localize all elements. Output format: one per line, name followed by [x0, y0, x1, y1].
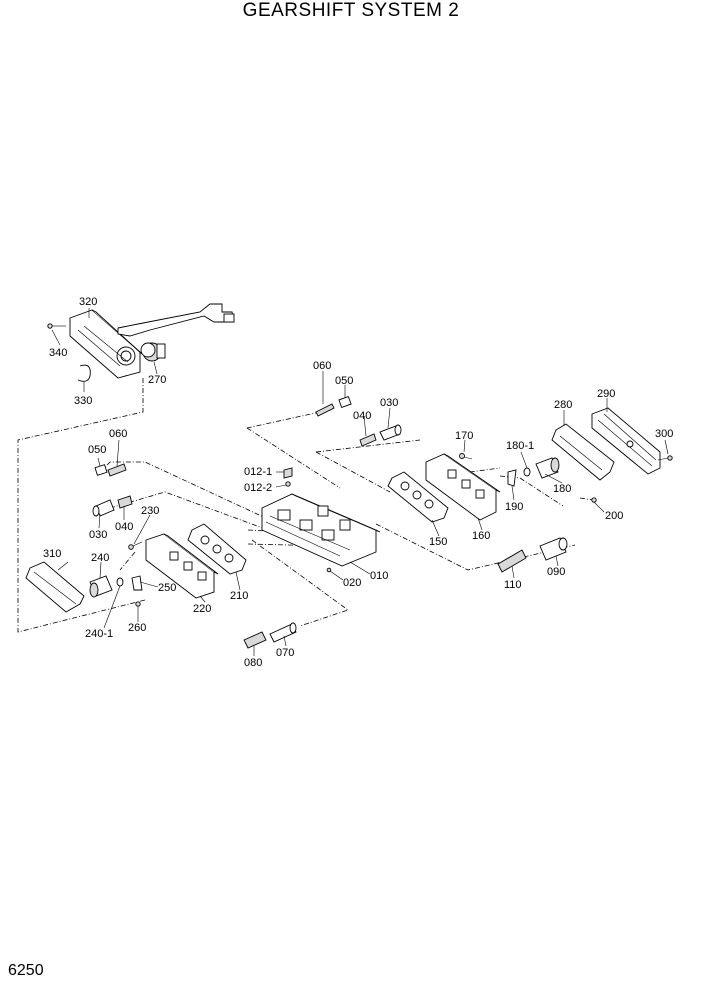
part-010-main-housing — [261, 493, 381, 567]
part-240-1-oring — [116, 577, 124, 587]
label-090: 090 — [547, 566, 565, 578]
leader-lines — [51, 308, 669, 656]
part-040-spring-top — [359, 433, 377, 447]
label-060-left: 060 — [109, 428, 127, 440]
page-title: GEARSHIFT SYSTEM 2 — [242, 0, 460, 21]
label-280: 280 — [554, 399, 572, 411]
label-110: 110 — [504, 579, 522, 591]
label-010: 010 — [370, 570, 388, 582]
part-060-spring-top — [315, 403, 335, 417]
label-012-2: 012-2 — [244, 482, 272, 494]
part-330-clip — [77, 364, 91, 382]
part-250-bracket — [131, 575, 143, 591]
part-190-bracket — [507, 469, 517, 487]
label-290: 290 — [597, 388, 615, 400]
part-340-bolt — [47, 323, 66, 329]
part-030-plug-top — [379, 424, 402, 441]
label-300: 300 — [655, 428, 673, 440]
label-340: 340 — [49, 347, 67, 359]
label-240: 240 — [91, 552, 109, 564]
label-180-1: 180-1 — [506, 440, 534, 452]
part-070-valve — [269, 622, 297, 643]
part-160-valve-body — [425, 453, 501, 521]
label-250: 250 — [158, 582, 176, 594]
label-020: 020 — [343, 577, 361, 589]
label-080: 080 — [244, 657, 262, 669]
label-030-left: 030 — [89, 529, 107, 541]
part-240-solenoid — [89, 575, 113, 598]
page-number: 6250 — [8, 962, 44, 979]
label-150: 150 — [429, 536, 447, 548]
label-190: 190 — [505, 501, 523, 513]
label-170: 170 — [455, 430, 473, 442]
part-290-cover — [591, 407, 661, 475]
wire-harness — [117, 303, 235, 337]
part-012-2-plug — [285, 481, 291, 487]
part-060-spring-left — [107, 463, 127, 477]
part-090-piston — [539, 537, 568, 561]
part-012-1-plug — [283, 467, 293, 479]
label-040-left: 040 — [115, 521, 133, 533]
label-200: 200 — [605, 510, 623, 522]
part-labels: 320 340 330 270 060 050 030 040 290 280 … — [43, 296, 673, 669]
label-220: 220 — [193, 603, 211, 615]
part-020-pin — [326, 567, 332, 573]
label-030-top: 030 — [380, 397, 398, 409]
label-012-1: 012-1 — [244, 466, 272, 478]
label-070: 070 — [276, 647, 294, 659]
part-260-screw — [135, 601, 141, 607]
part-210-gasket — [187, 523, 247, 575]
part-030-plug-left — [92, 499, 115, 517]
part-200-screw — [591, 497, 597, 503]
part-080-spring — [243, 631, 267, 649]
part-300-bolt — [657, 455, 673, 461]
part-040-spring-left — [117, 495, 133, 509]
label-270: 270 — [148, 374, 166, 386]
part-110-spring — [497, 549, 527, 573]
label-040-top: 040 — [353, 410, 371, 422]
label-180: 180 — [553, 483, 571, 495]
label-330: 330 — [74, 395, 92, 407]
label-260: 260 — [128, 622, 146, 634]
part-150-gasket — [387, 471, 449, 523]
part-270-connector — [140, 342, 166, 362]
label-050-top: 050 — [335, 375, 353, 387]
part-220-valve-body — [145, 533, 219, 599]
label-320: 320 — [79, 296, 97, 308]
label-210: 210 — [230, 590, 248, 602]
label-060-top: 060 — [313, 360, 331, 372]
part-230-bolt — [128, 541, 143, 550]
part-050-pin-left — [94, 464, 108, 476]
part-320-cover — [69, 309, 143, 379]
part-310-gasket — [25, 561, 85, 613]
part-180-solenoid — [535, 457, 560, 479]
label-160: 160 — [472, 530, 490, 542]
part-280-gasket — [551, 423, 615, 481]
label-240-1: 240-1 — [85, 628, 113, 640]
part-170-bolt — [459, 453, 473, 460]
label-230: 230 — [141, 505, 159, 517]
part-180-1-oring — [523, 467, 531, 477]
label-050-left: 050 — [88, 444, 106, 456]
label-310: 310 — [43, 548, 61, 560]
part-050-pin-top — [338, 395, 352, 409]
